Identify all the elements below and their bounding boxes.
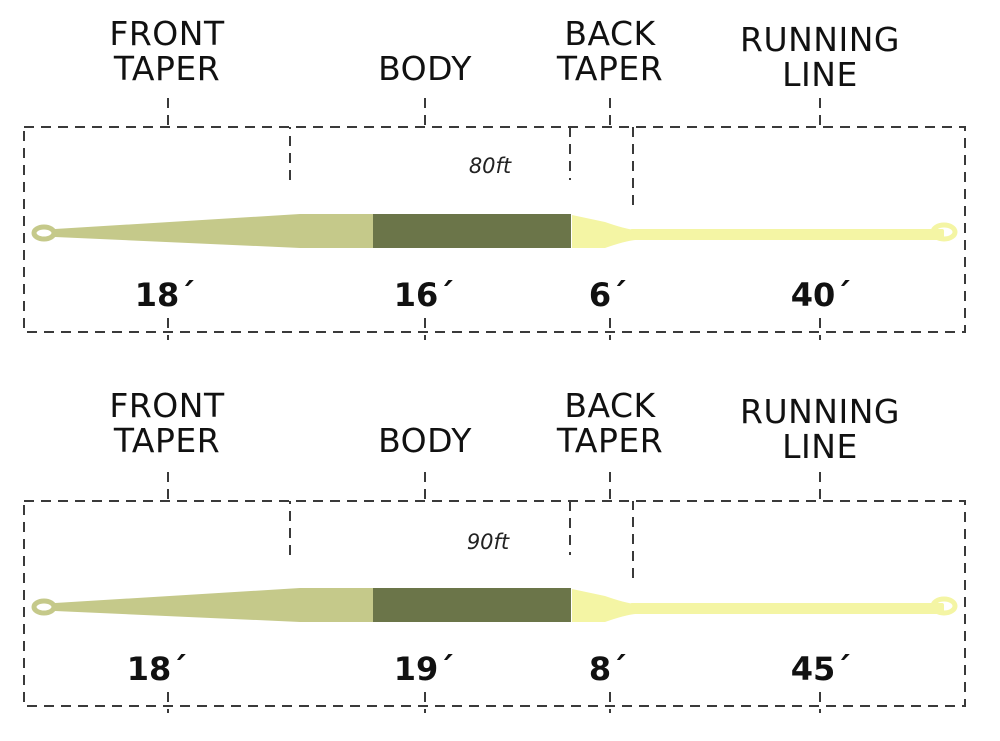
fly-line-graphic	[23, 98, 966, 340]
label-body: BODY	[378, 49, 472, 88]
label-leaders	[167, 472, 821, 501]
front-loop	[31, 598, 57, 616]
length-leaders	[167, 692, 821, 713]
rear-loop	[930, 596, 958, 616]
length-body: 16´	[393, 276, 455, 314]
body-section	[373, 588, 571, 622]
rear-loop	[930, 222, 958, 242]
front-loop	[31, 224, 57, 242]
length-running-line: 40´	[790, 276, 852, 314]
total-length: 80ft	[468, 154, 512, 178]
length-back-taper: 8´	[588, 650, 628, 688]
back-taper	[572, 215, 635, 248]
front-taper	[55, 588, 373, 622]
label-body: BODY	[378, 421, 472, 460]
running-line-body	[630, 603, 944, 614]
head-bracket	[289, 501, 571, 555]
body-section	[373, 214, 571, 248]
length-running-line: 45´	[790, 650, 852, 688]
fly-line-graphic	[23, 472, 966, 713]
total-length: 90ft	[466, 530, 510, 554]
front-taper	[55, 214, 373, 248]
length-leaders	[167, 318, 821, 340]
length-front-taper: 18´	[134, 276, 196, 314]
outer-dashed-box	[23, 500, 966, 707]
length-front-taper: 18´	[126, 650, 188, 688]
running-line-body	[630, 229, 944, 240]
label-leaders	[167, 98, 821, 127]
back-taper	[572, 589, 635, 622]
length-body: 19´	[393, 650, 455, 688]
outer-dashed-box	[23, 126, 966, 333]
length-back-taper: 6´	[588, 276, 628, 314]
head-bracket	[289, 127, 571, 180]
